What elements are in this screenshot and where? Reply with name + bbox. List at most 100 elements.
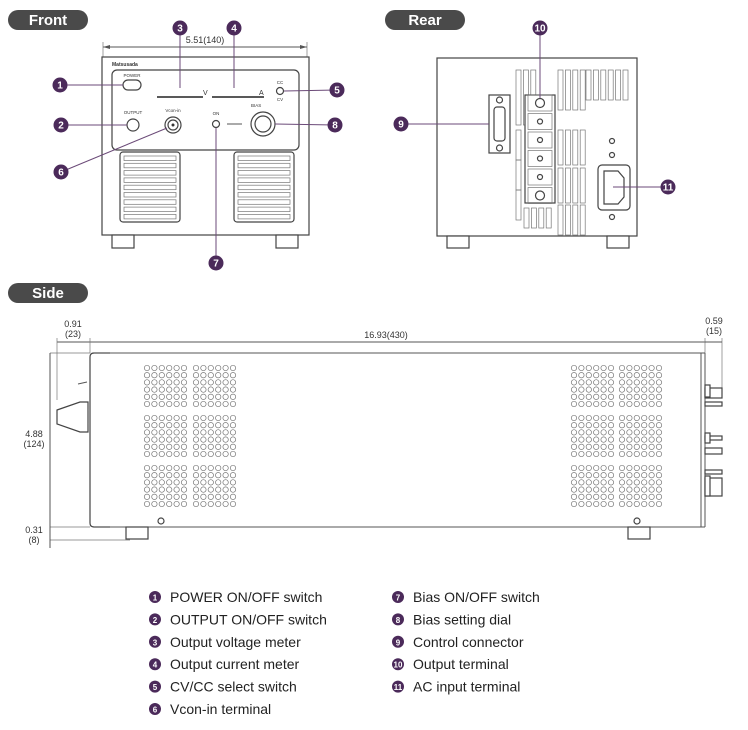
rear-depth-dimension-mm: (15) bbox=[706, 326, 722, 336]
callout-4: 4 bbox=[226, 20, 242, 88]
rear-vent-slot bbox=[579, 167, 586, 204]
legend-number: 1 bbox=[153, 594, 158, 603]
legend-number: 6 bbox=[153, 706, 158, 715]
rear-vent-slot bbox=[557, 167, 564, 204]
rear-vent-slot bbox=[515, 69, 522, 126]
callout-11: 11 bbox=[613, 179, 676, 195]
callout-number: 1 bbox=[57, 81, 63, 92]
legend-label: Bias setting dial bbox=[413, 611, 511, 627]
side-vent-holes bbox=[570, 464, 615, 508]
side-vent-holes bbox=[143, 414, 188, 458]
terminal-screw bbox=[534, 190, 546, 201]
output-label: OUTPUT bbox=[124, 110, 143, 115]
callout-2: 2 bbox=[53, 117, 127, 133]
bias-on-switch[interactable] bbox=[211, 119, 221, 129]
legend-label: CV/CC select switch bbox=[170, 679, 297, 695]
side-vent-holes bbox=[192, 364, 237, 408]
rear-vent-slot bbox=[565, 167, 571, 204]
legend-badge bbox=[149, 680, 161, 693]
rear-vent-slot bbox=[557, 204, 564, 236]
rear-vent-slot bbox=[622, 69, 629, 101]
rear-vent-slot bbox=[600, 69, 607, 101]
power-switch[interactable] bbox=[122, 79, 142, 91]
front-view: 5.51(140) Matsusada POWER V A CC CV OUTP… bbox=[101, 35, 310, 249]
output-switch[interactable] bbox=[126, 118, 140, 132]
rear-vent-slot bbox=[572, 129, 579, 166]
brand-logo: Matsusada bbox=[112, 62, 138, 68]
legend-number: 3 bbox=[153, 638, 158, 647]
legend-label: Output voltage meter bbox=[170, 634, 301, 650]
cv-cc-switch[interactable] bbox=[275, 86, 285, 96]
callout-9: 9 bbox=[393, 116, 489, 132]
front-width-dimension: 5.51(140) bbox=[186, 35, 225, 45]
vcon-label: Vcon-in bbox=[165, 108, 181, 113]
foot-dimension-mm: (8) bbox=[29, 535, 40, 545]
front-depth-dimension: 0.91 bbox=[64, 319, 82, 329]
legend-badge bbox=[149, 613, 161, 626]
legend-label: Bias ON/OFF switch bbox=[413, 589, 540, 605]
legend-badge bbox=[149, 703, 161, 715]
side-vent-holes bbox=[192, 414, 237, 458]
callout-number: 4 bbox=[231, 24, 237, 35]
rear-vent-slot bbox=[565, 69, 571, 111]
legend-badge bbox=[149, 591, 161, 603]
legend-badge bbox=[392, 591, 404, 603]
legend-badge bbox=[149, 635, 161, 648]
side-vent-holes bbox=[570, 414, 615, 458]
legend-label: Vcon-in terminal bbox=[170, 701, 271, 717]
legend-number: 11 bbox=[394, 683, 403, 692]
rear-vent-slot bbox=[579, 204, 586, 236]
front-title: Front bbox=[29, 12, 67, 29]
callout-number: 3 bbox=[177, 24, 183, 35]
side-vent-holes bbox=[143, 364, 188, 408]
bias-on-label: ON bbox=[213, 111, 220, 116]
power-label: POWER bbox=[123, 73, 141, 78]
rear-vent-slot bbox=[572, 167, 579, 204]
rear-title: Rear bbox=[408, 12, 442, 29]
section-label-side: Side bbox=[8, 283, 88, 303]
legend-number: 4 bbox=[153, 661, 158, 670]
terminal-screw bbox=[536, 136, 544, 144]
terminal-screw bbox=[536, 118, 544, 125]
front-vent-grille bbox=[233, 151, 295, 223]
rear-depth-dimension: 0.59 bbox=[705, 316, 723, 326]
legend-badge bbox=[392, 680, 404, 693]
rear-vent-slot bbox=[579, 69, 586, 111]
rear-vent-slot bbox=[607, 69, 614, 101]
terminal-screw bbox=[534, 97, 546, 109]
legend-item: 3 Output voltage meter bbox=[149, 634, 301, 650]
legend-label: Output current meter bbox=[170, 656, 300, 672]
cc-label: CC bbox=[277, 80, 284, 85]
legend-label: OUTPUT ON/OFF switch bbox=[170, 611, 327, 627]
terminal-screw bbox=[536, 173, 544, 181]
rear-vent-slot bbox=[593, 69, 599, 101]
callout-number: 11 bbox=[663, 183, 674, 194]
callout-5: 5 bbox=[283, 82, 345, 98]
height-dimension-mm: (124) bbox=[23, 439, 44, 449]
callout-number: 10 bbox=[534, 24, 546, 35]
callout-number: 9 bbox=[398, 120, 404, 131]
rear-view bbox=[436, 57, 638, 249]
legend-item: 8 Bias setting dial bbox=[392, 611, 511, 627]
rear-vent-slot bbox=[585, 69, 592, 101]
rear-vent-slot bbox=[572, 69, 579, 111]
rear-vent-slot bbox=[515, 189, 522, 221]
legend-number: 8 bbox=[396, 616, 401, 625]
callout-number: 5 bbox=[334, 86, 340, 97]
callout-number: 7 bbox=[213, 259, 219, 270]
rear-vent-slot bbox=[565, 204, 571, 236]
legend-label: POWER ON/OFF switch bbox=[170, 589, 322, 605]
rear-vent-slot bbox=[615, 69, 621, 101]
front-depth-dimension-mm: (23) bbox=[65, 329, 81, 339]
height-dimension: 4.88 bbox=[25, 429, 43, 439]
legend-badge bbox=[392, 635, 404, 648]
legend-label: AC input terminal bbox=[413, 679, 520, 695]
voltage-unit: V bbox=[203, 90, 208, 97]
rear-vent-slot bbox=[523, 207, 530, 229]
